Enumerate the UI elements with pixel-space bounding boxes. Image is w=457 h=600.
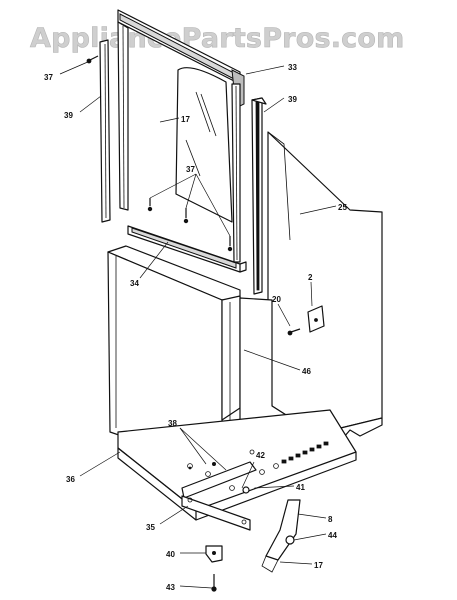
callout-42-grommet: 42 [256, 451, 265, 460]
callout-41-fastener: 41 [296, 483, 305, 492]
cabinet-wrapper [107, 245, 383, 471]
side-strip-right [251, 97, 267, 295]
frame-bottom-bar [127, 225, 247, 273]
base-holes [187, 449, 279, 491]
callout-35-rail: 35 [146, 523, 155, 532]
callout-39-left-strip: 39 [64, 111, 73, 120]
watermark-text: AppliancePartsPros.com [30, 23, 404, 54]
frame-rail-right [231, 83, 241, 263]
callout-43-screw: 43 [166, 583, 175, 592]
bracket-2 [287, 305, 325, 336]
callout-38-fastener: 38 [168, 419, 177, 428]
callout-labels: 37 39 33 39 17 37 25 34 2 20 46 38 42 41… [44, 63, 347, 592]
support-bracket [261, 499, 301, 573]
base-fasteners [188, 461, 250, 494]
callout-17-bracket: 17 [314, 561, 323, 570]
callout-37-screws: 37 [186, 165, 195, 174]
callout-46-wrapper: 46 [302, 367, 311, 376]
base-pan [117, 409, 357, 531]
callout-17-glass: 17 [181, 115, 190, 124]
cabinet-back-wall [267, 131, 383, 435]
callout-33-top-frame: 33 [288, 63, 297, 72]
callout-36-base: 36 [66, 475, 75, 484]
callout-39-right-strip: 39 [288, 95, 297, 104]
side-strip-left [99, 39, 111, 223]
callout-34-bottom-bar: 34 [130, 279, 139, 288]
callout-40-bracket: 40 [166, 550, 175, 559]
callout-20-screw: 20 [272, 295, 281, 304]
leader-lines [59, 60, 337, 589]
bracket-40 [205, 545, 223, 592]
base-louvres [281, 441, 329, 464]
callout-37-screw: 37 [44, 73, 53, 82]
callout-44-nut: 44 [328, 531, 337, 540]
frame-rail-left [117, 21, 129, 211]
callout-8-bracket: 8 [328, 515, 333, 524]
glass-panel [175, 67, 233, 223]
callout-25-back-wall: 25 [338, 203, 347, 212]
screws-37 [86, 55, 233, 252]
callout-2-bracket: 2 [308, 273, 313, 282]
